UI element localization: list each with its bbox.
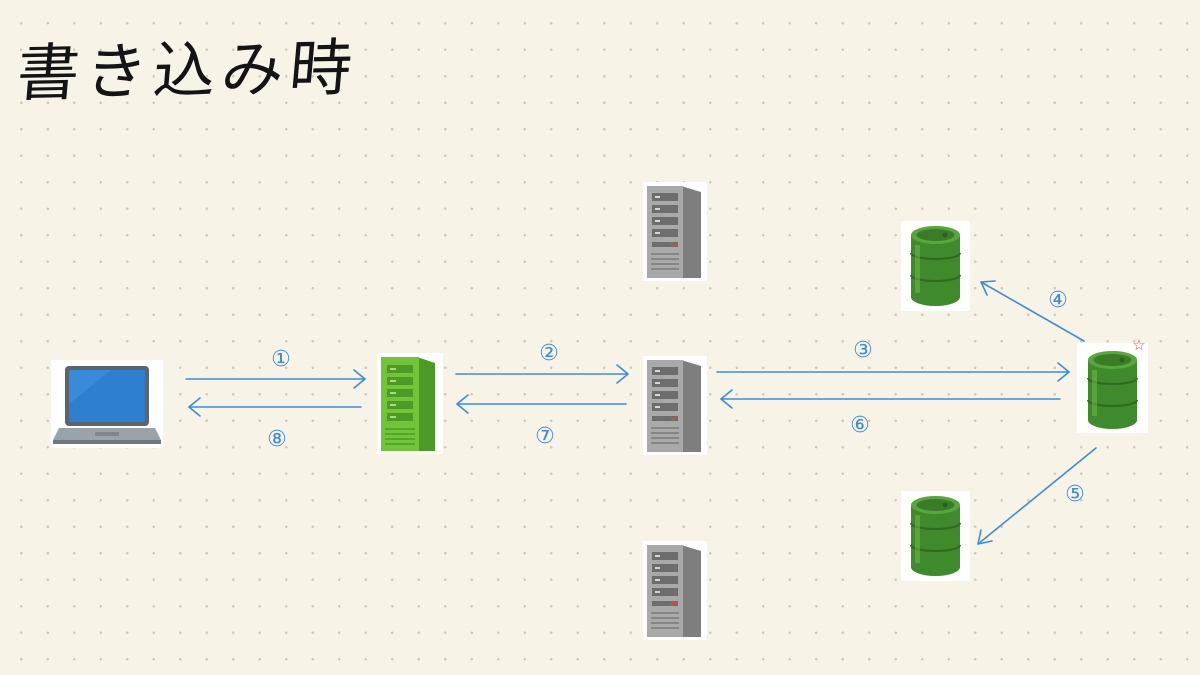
arrow-5 bbox=[977, 447, 1097, 545]
edge-label-4: ④ bbox=[1048, 288, 1068, 313]
arrow-1 bbox=[185, 369, 366, 389]
edge-label-5: ⑤ bbox=[1065, 482, 1085, 507]
edge-label-6: ⑥ bbox=[850, 413, 870, 438]
arrow-7 bbox=[456, 394, 627, 414]
primary-star-marker: ☆ bbox=[1132, 336, 1145, 354]
edge-label-8: ⑧ bbox=[267, 427, 287, 452]
server-tower-green-icon bbox=[377, 353, 443, 454]
arrow-4 bbox=[980, 280, 1085, 342]
arrow-6 bbox=[720, 389, 1061, 409]
server-tower-gray-icon bbox=[643, 182, 707, 281]
arrow-8 bbox=[188, 397, 362, 417]
server-tower-gray-icon bbox=[643, 356, 707, 455]
edge-label-1: ① bbox=[271, 347, 291, 372]
database-barrel-icon bbox=[901, 491, 970, 581]
edge-label-3: ③ bbox=[853, 338, 873, 363]
arrow-2 bbox=[455, 364, 629, 384]
server-tower-gray-icon bbox=[643, 541, 707, 640]
laptop-icon bbox=[51, 360, 163, 448]
database-barrel-icon bbox=[901, 221, 970, 311]
database-barrel-icon bbox=[1077, 343, 1148, 433]
edge-label-7: ⑦ bbox=[535, 424, 555, 449]
edge-label-2: ② bbox=[539, 341, 559, 366]
arrow-3 bbox=[716, 362, 1070, 382]
